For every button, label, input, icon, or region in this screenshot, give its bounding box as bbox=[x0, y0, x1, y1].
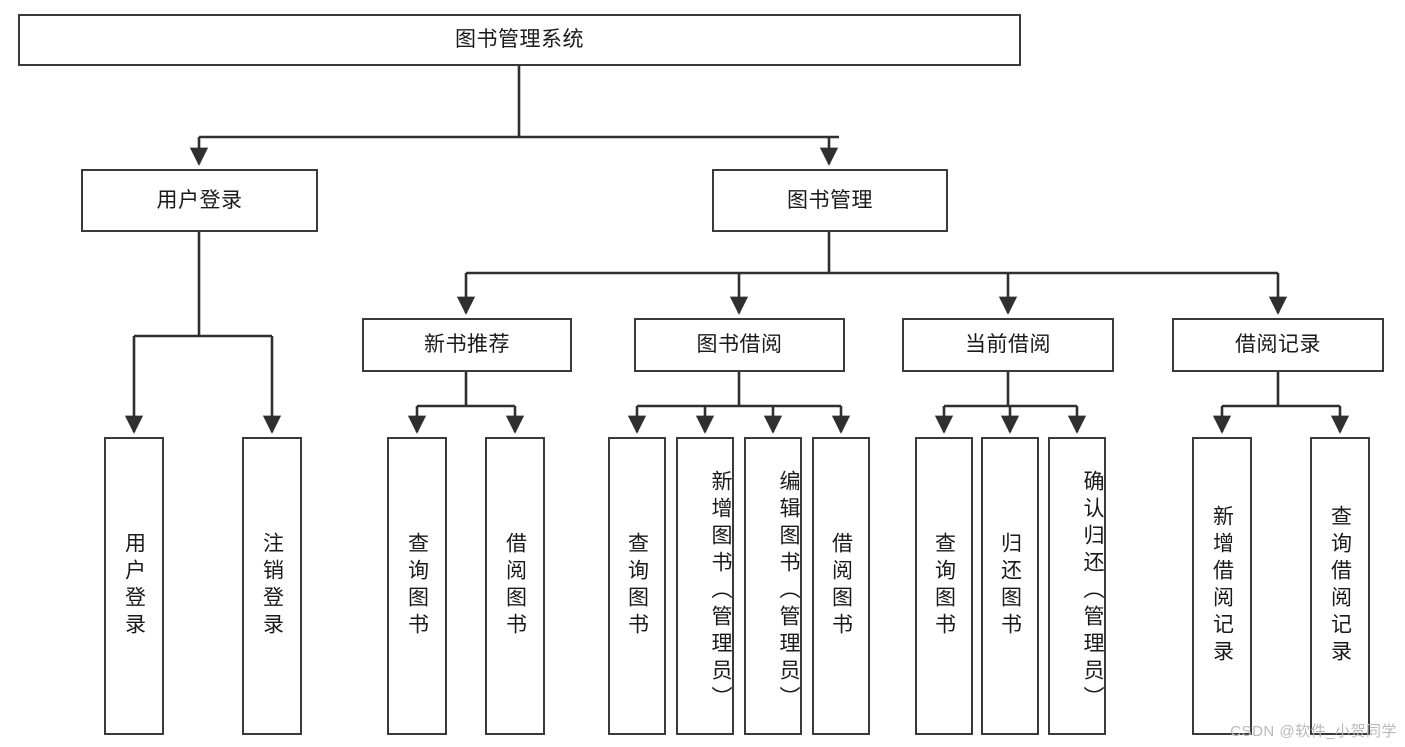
leaf-logout[interactable]: 注销登录 bbox=[242, 437, 302, 735]
node-label: 用户登录 bbox=[122, 532, 146, 640]
node-label: 新书推荐 bbox=[424, 333, 510, 357]
leaf-add-book[interactable]: 新增图书（管理员） bbox=[676, 437, 734, 735]
node-label: 用户登录 bbox=[156, 188, 243, 212]
node-label: 查询图书 bbox=[405, 532, 429, 640]
node-label: 新增借阅记录 bbox=[1210, 505, 1234, 667]
node-label: 查询图书 bbox=[625, 532, 649, 640]
leaf-query-book-1[interactable]: 查询图书 bbox=[387, 437, 447, 735]
node-label: 编辑图书（管理员） bbox=[777, 469, 800, 713]
csdn-watermark: CSDN @软件_小贺同学 bbox=[1230, 723, 1397, 740]
leaf-query-record[interactable]: 查询借阅记录 bbox=[1310, 437, 1370, 735]
node-label: 新增图书（管理员） bbox=[709, 469, 732, 713]
leaf-query-book-2[interactable]: 查询图书 bbox=[608, 437, 666, 735]
node-label: 查询借阅记录 bbox=[1328, 505, 1352, 667]
node-label: 图书管理系统 bbox=[455, 28, 584, 52]
node-book-manage[interactable]: 图书管理 bbox=[712, 169, 948, 232]
node-label: 图书借阅 bbox=[696, 333, 783, 357]
leaf-borrow-book-2[interactable]: 借阅图书 bbox=[812, 437, 870, 735]
leaf-return-book[interactable]: 归还图书 bbox=[981, 437, 1039, 735]
node-label: 注销登录 bbox=[260, 532, 284, 640]
leaf-add-record[interactable]: 新增借阅记录 bbox=[1192, 437, 1252, 735]
leaf-borrow-book-1[interactable]: 借阅图书 bbox=[485, 437, 545, 735]
node-book-borrow[interactable]: 图书借阅 bbox=[634, 318, 845, 372]
node-current-borrow[interactable]: 当前借阅 bbox=[902, 318, 1114, 372]
node-new-book-rec[interactable]: 新书推荐 bbox=[362, 318, 572, 372]
node-borrow-record[interactable]: 借阅记录 bbox=[1172, 318, 1384, 372]
leaf-edit-book[interactable]: 编辑图书（管理员） bbox=[744, 437, 802, 735]
node-label: 归还图书 bbox=[998, 532, 1022, 640]
node-label: 当前借阅 bbox=[965, 333, 1051, 357]
node-label: 借阅图书 bbox=[503, 532, 527, 640]
leaf-user-login[interactable]: 用户登录 bbox=[104, 437, 164, 735]
leaf-query-book-3[interactable]: 查询图书 bbox=[915, 437, 973, 735]
node-label: 查询图书 bbox=[932, 532, 956, 640]
node-label: 借阅记录 bbox=[1235, 333, 1321, 357]
node-root-system[interactable]: 图书管理系统 bbox=[18, 14, 1021, 66]
node-label: 图书管理 bbox=[787, 188, 873, 212]
node-label: 确认归还（管理员） bbox=[1081, 469, 1104, 713]
node-user-login[interactable]: 用户登录 bbox=[81, 169, 318, 232]
node-label: 借阅图书 bbox=[829, 532, 853, 640]
leaf-confirm-return[interactable]: 确认归还（管理员） bbox=[1048, 437, 1106, 735]
